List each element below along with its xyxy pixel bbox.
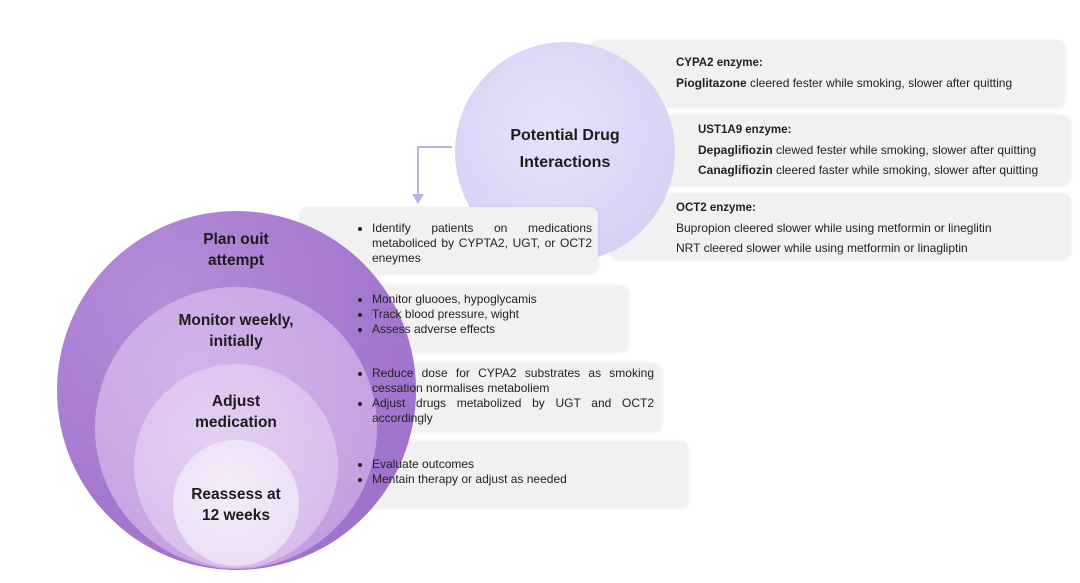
enzyme-line: Bupropion cleered slower while using met… — [676, 221, 992, 235]
enzyme-title: UST1A9 enzyme: — [698, 124, 792, 136]
potential-drug-interactions-label: Potential Drug Interactions — [510, 127, 620, 171]
list-item: Identify patients on medications metabol… — [372, 221, 592, 266]
enzyme-line: Depaglifiozin clewed fester while smokin… — [698, 143, 1037, 157]
step-label-monitor: Monitor weekly, initially — [178, 312, 294, 350]
enzyme-line: NRT cleered slower while using metformin… — [676, 241, 968, 255]
enzyme-block-cypa2: CYPA2 enzyme: Pioglitazone cleered feste… — [676, 53, 1066, 93]
enzyme-card-cypa2 — [590, 40, 1065, 106]
enzyme-block-oct2: OCT2 enzyme: Bupropion cleered slower wh… — [676, 198, 1066, 258]
list-item: Reduce dose for CYPA2 substrates as smok… — [372, 366, 654, 396]
list-item: Track blood pressurе, wight — [372, 307, 622, 322]
list-item: Mentain therapy or adjust as needed — [372, 472, 672, 487]
step-label-plan: Plan ouit attempt — [203, 231, 269, 269]
enzyme-title: OCT2 enzyme: — [676, 202, 756, 214]
step-bullets-adjust: Reduce dose for CYPA2 substrates as smok… — [358, 366, 654, 426]
reassess-circle — [173, 440, 299, 566]
step-bullets-monitor: Monitor gluooes, hypoglycamis Track bloo… — [358, 292, 622, 337]
step-bullets-plan: Identify patients on medications metabol… — [358, 221, 592, 266]
step-label-adjust: Adjust medication — [195, 393, 277, 431]
list-item: Evaluate outcomes — [372, 457, 672, 472]
step-label-reassess: Reassess at 12 weeks — [191, 486, 281, 524]
enzyme-line: Canaglifiozin cleered faster while smoki… — [698, 163, 1039, 177]
enzyme-card-oct2 — [610, 193, 1070, 259]
list-item: Adjust drugs metabolized by UGT and OCT2… — [372, 396, 654, 426]
step-bullets-reassess: Evaluate outcomes Mentain therapy or adj… — [358, 457, 672, 487]
enzyme-title: CYPA2 enzyme: — [676, 57, 763, 69]
enzyme-line: Pioglitazone cleered fester while smokin… — [676, 76, 1013, 90]
enzyme-card-ugt — [640, 115, 1070, 185]
list-item: Monitor gluooes, hypoglycamis — [372, 292, 622, 307]
enzyme-block-ugt: UST1A9 enzyme: Depaglifiozin clewed fest… — [698, 120, 1068, 180]
list-item: Assess adverse effects — [372, 322, 622, 337]
